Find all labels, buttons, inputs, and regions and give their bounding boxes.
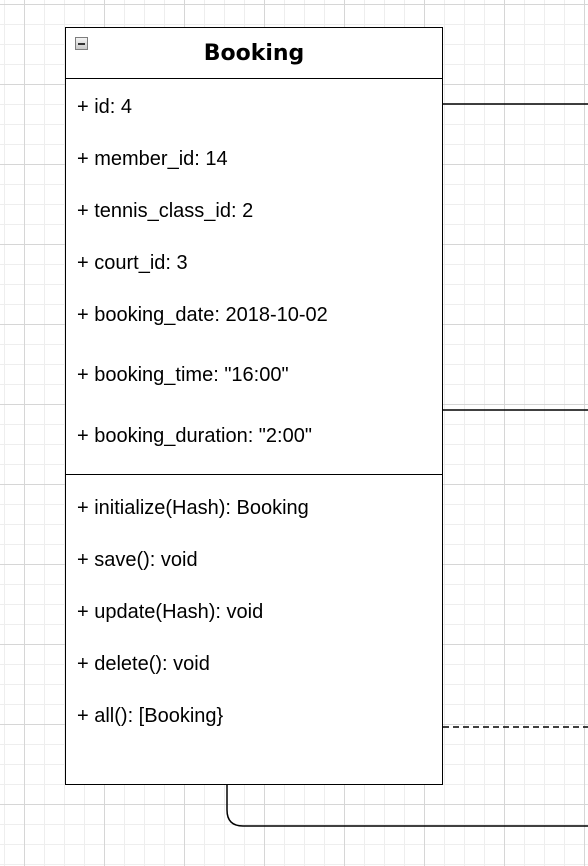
method-item[interactable]: + save(): void (77, 549, 198, 571)
method-item[interactable]: + update(Hash): void (77, 601, 264, 623)
collapse-minus-icon[interactable] (75, 37, 88, 50)
association-connector-bottom[interactable] (226, 785, 588, 827)
attribute-item[interactable]: + tennis_class_id: 2 (77, 200, 254, 222)
attribute-item[interactable]: + id: 4 (77, 96, 133, 118)
attribute-item[interactable]: + court_id: 3 (77, 252, 188, 274)
method-item[interactable]: + all(): [Booking} (77, 705, 224, 727)
attribute-item[interactable]: + booking_time: "16:00" (77, 364, 289, 386)
method-item[interactable]: + initialize(Hash): Booking (77, 497, 309, 519)
attributes-compartment[interactable]: + id: 4 + member_id: 14 + tennis_class_i… (66, 79, 442, 475)
class-box-booking[interactable]: Booking + id: 4 + member_id: 14 + tennis… (65, 27, 443, 785)
attribute-item[interactable]: + booking_date: 2018-10-02 (77, 304, 328, 326)
attribute-item[interactable]: + booking_duration: "2:00" (77, 425, 312, 447)
attribute-item[interactable]: + member_id: 14 (77, 148, 228, 170)
class-name: Booking (203, 41, 305, 66)
method-item[interactable]: + delete(): void (77, 653, 210, 675)
class-header[interactable]: Booking (66, 28, 442, 79)
